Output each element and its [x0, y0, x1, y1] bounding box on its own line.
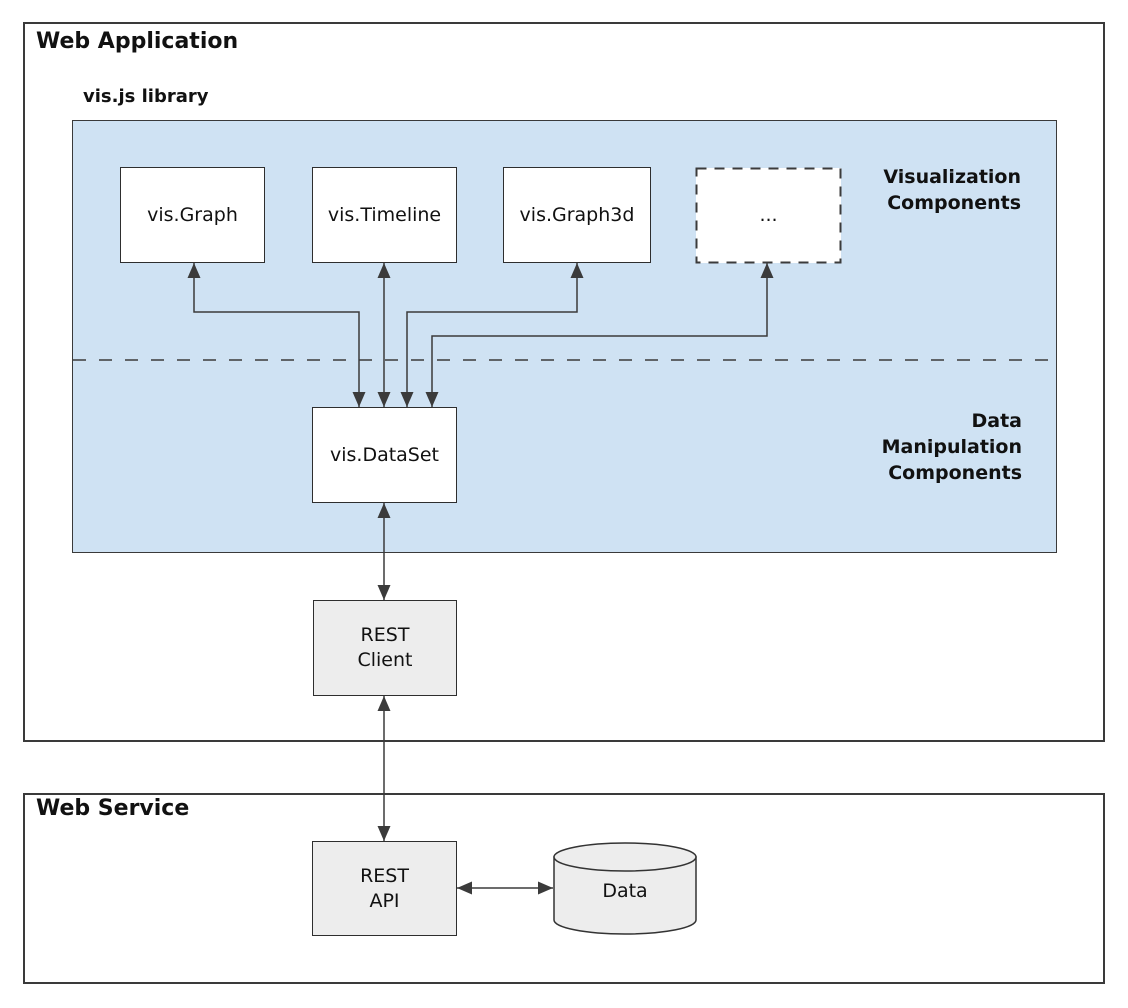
visualization-components-label: Visualization Components: [883, 166, 1021, 214]
node-vis-graph: vis.Graph: [120, 167, 265, 263]
node-vis-graph3d: vis.Graph3d: [503, 167, 651, 263]
node-vis-dataset: vis.DataSet: [312, 407, 457, 503]
node-rest-api: REST API: [312, 841, 457, 936]
web-service-title: Web Service: [36, 796, 190, 821]
data-manipulation-components-label: Data Manipulation Components: [881, 410, 1022, 484]
node-rest-client: REST Client: [313, 600, 457, 696]
web-application-title: Web Application: [36, 29, 239, 54]
data-cylinder-label: Data: [602, 880, 648, 902]
node-vis-timeline: vis.Timeline: [312, 167, 457, 263]
visjs-library-title: vis.js library: [83, 86, 209, 107]
node-more-components: ...: [696, 168, 841, 263]
